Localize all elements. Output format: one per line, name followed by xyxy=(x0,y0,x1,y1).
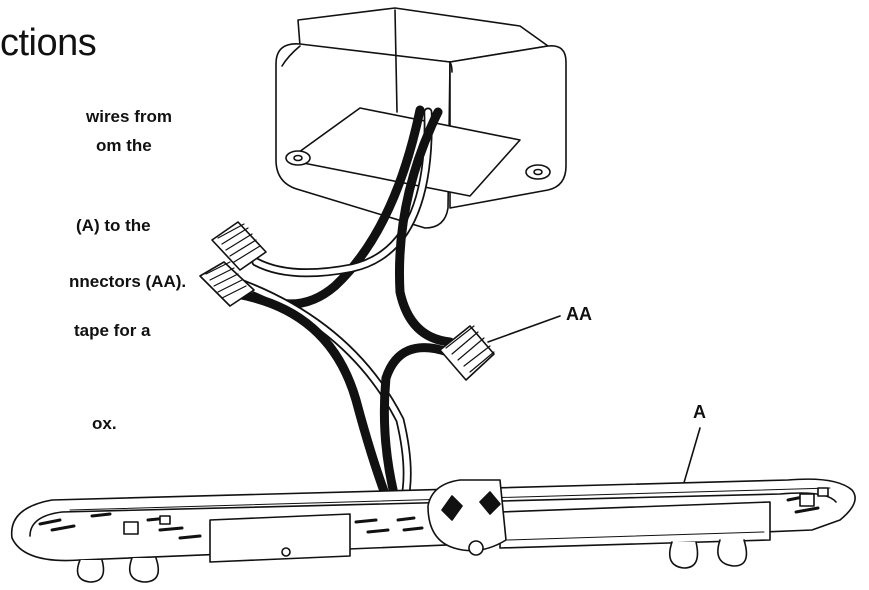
instruction-line-4: nnectors (AA). xyxy=(69,272,187,291)
instruction-line-2: om the xyxy=(96,136,152,155)
leader-line-aa xyxy=(487,315,561,343)
wire-connectors xyxy=(199,221,495,381)
callout-a: A xyxy=(693,402,706,422)
junction-box xyxy=(275,7,567,229)
callout-aa: AA xyxy=(566,304,592,324)
instruction-line-6: ox. xyxy=(92,414,117,433)
instruction-line-1: wires from xyxy=(86,107,172,126)
section-title: ctions xyxy=(0,22,97,64)
instruction-line-5: tape for a xyxy=(74,321,151,340)
fixture-base xyxy=(10,478,856,583)
instruction-line-3: (A) to the xyxy=(76,216,151,235)
wires xyxy=(227,105,455,507)
